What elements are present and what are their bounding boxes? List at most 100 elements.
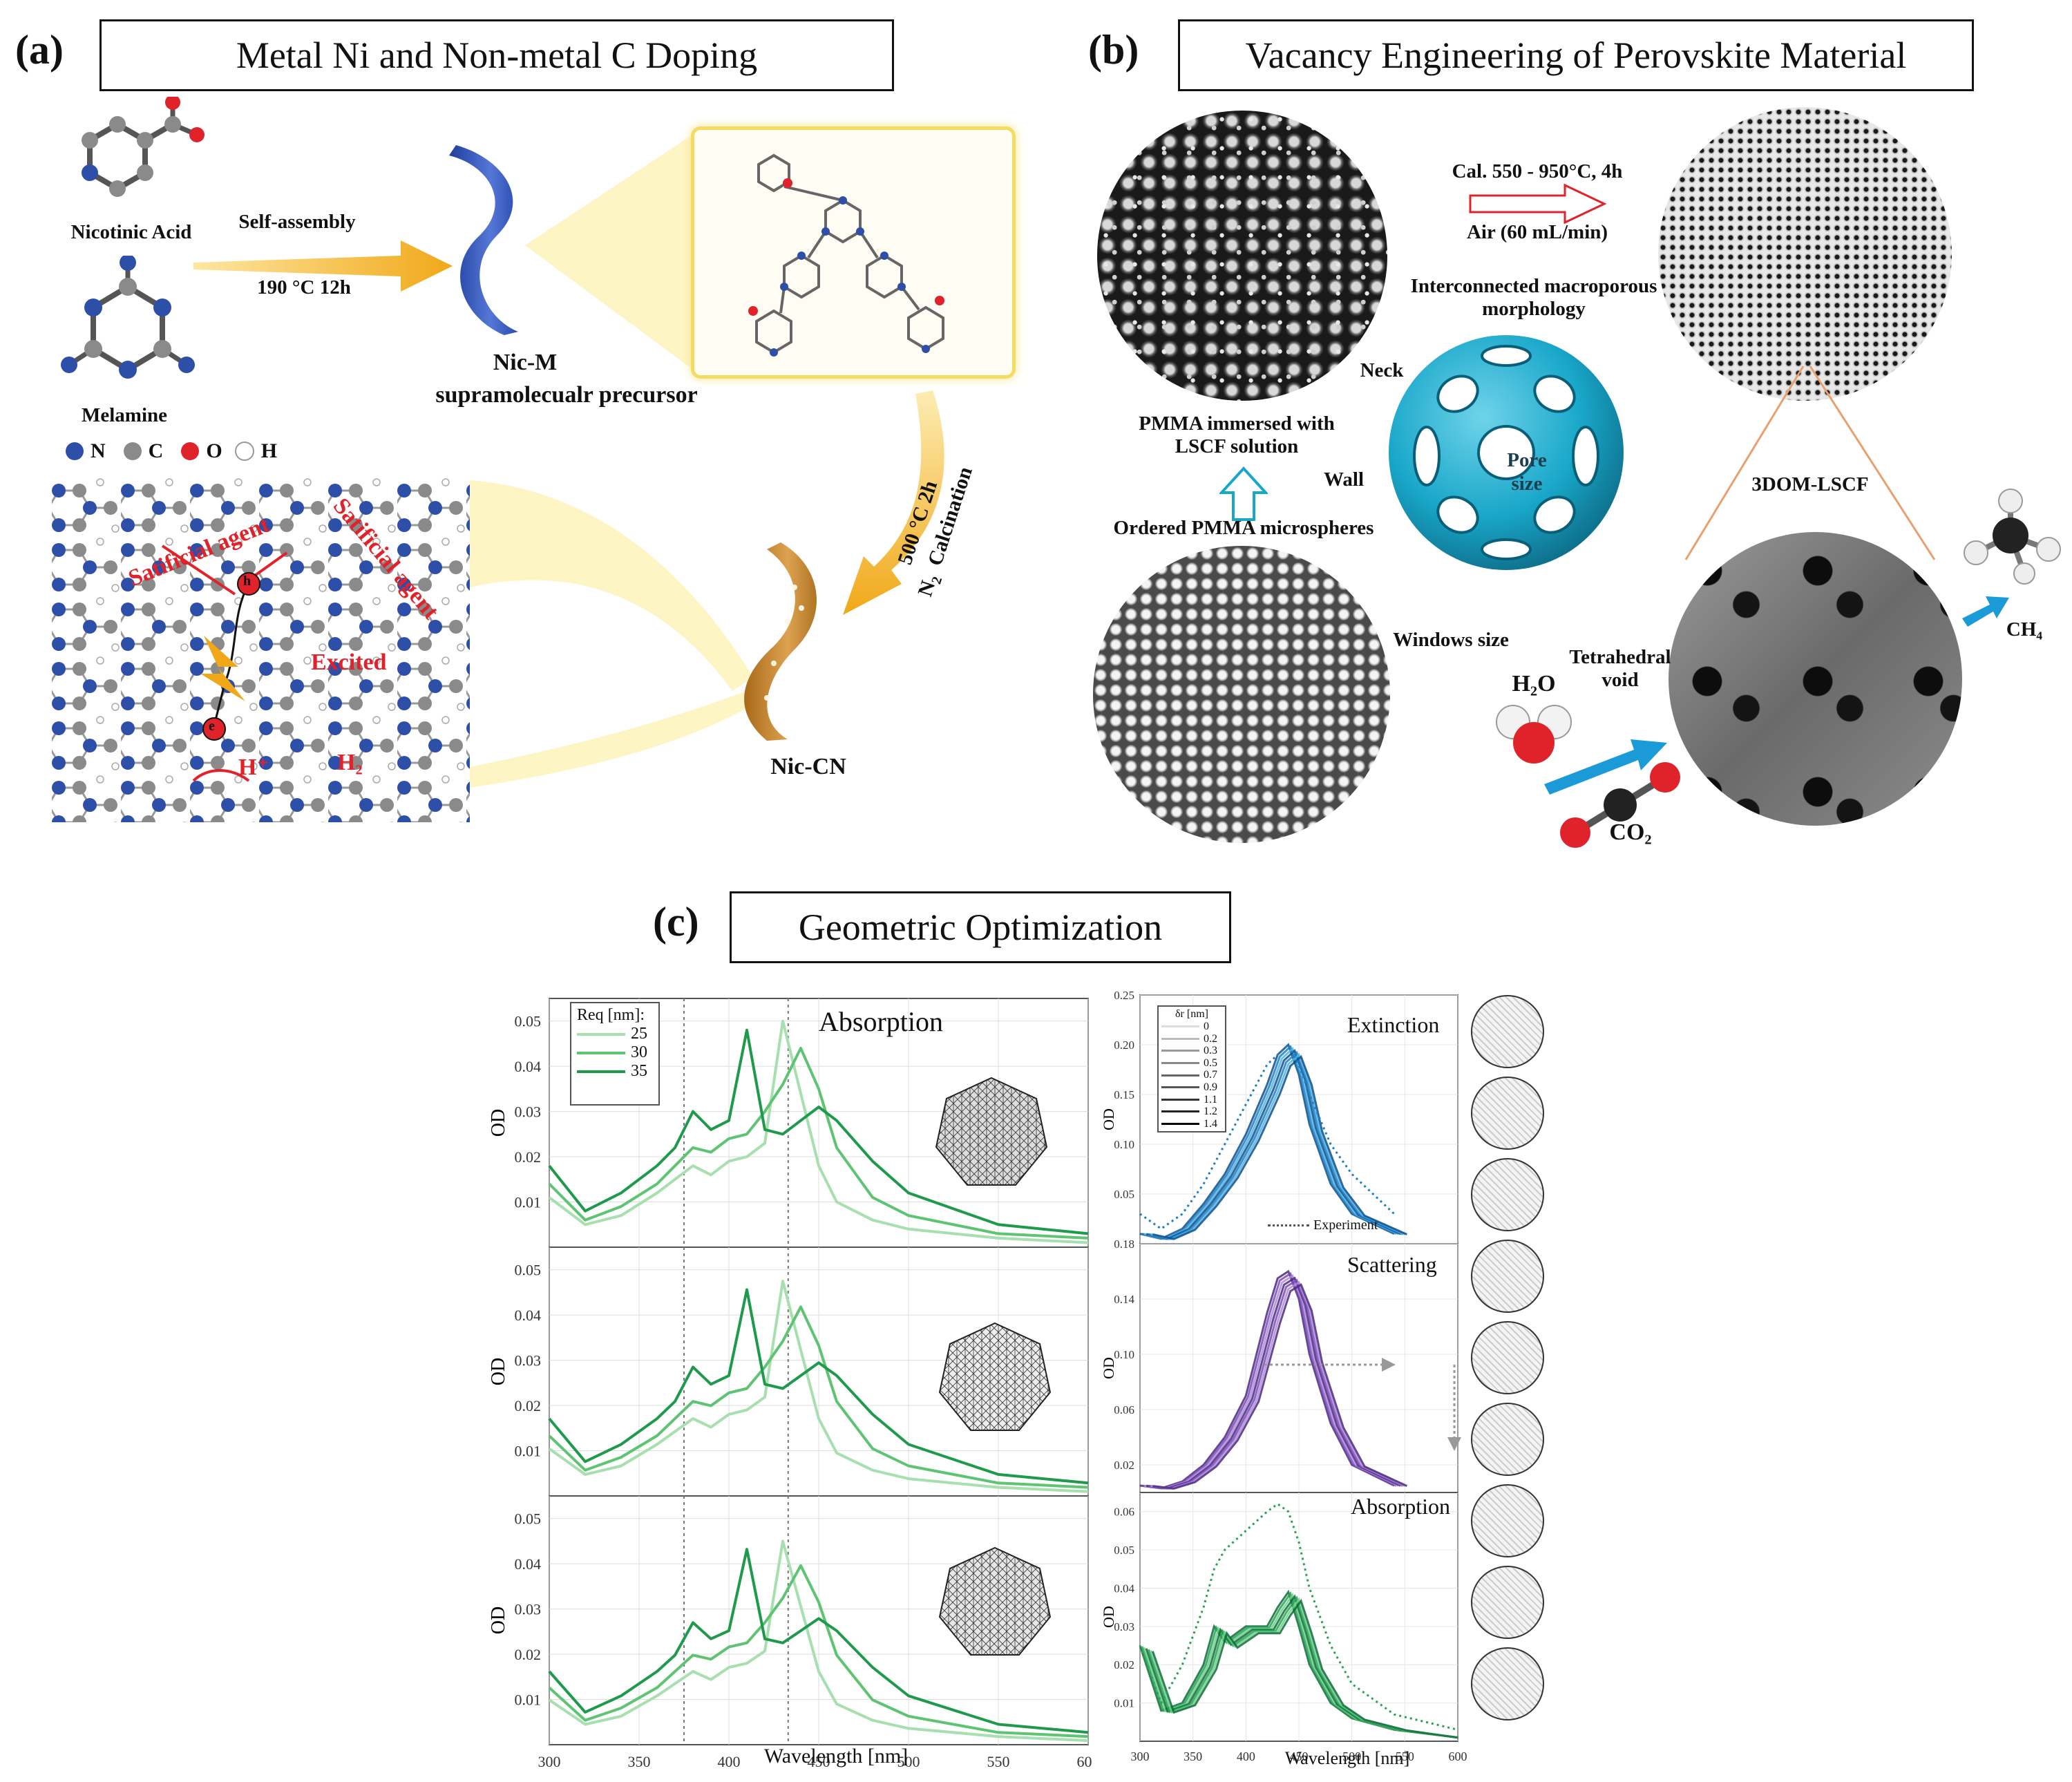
right-x-tick: 550: [1396, 1750, 1414, 1763]
mesh-icosahedron-2: [938, 1322, 1052, 1431]
left-y-tick: 0.03: [515, 1601, 542, 1618]
legend-o: O: [206, 439, 222, 462]
h2o-molecule: [1496, 705, 1572, 764]
left-ylabel: OD: [488, 1109, 509, 1137]
left-x-tick: 350: [628, 1753, 651, 1770]
right-legend-row: 0.5: [1161, 1057, 1222, 1070]
right-legend-line: [1161, 1062, 1199, 1065]
lscf-solution-label: LSCF solution: [1175, 435, 1299, 457]
zoom-beam: [525, 131, 698, 373]
right-ylabel: OD: [1100, 1606, 1117, 1628]
neck-label: Neck: [1360, 359, 1404, 381]
legend-n: N: [91, 439, 106, 462]
right-x-tick: 500: [1342, 1750, 1361, 1763]
precursor-label: supramolecualr precursor: [435, 382, 698, 408]
right-legend-line: [1161, 1123, 1199, 1126]
left-chart-title: Absorption: [819, 1006, 943, 1037]
right-y-tick: 0.10: [1114, 1138, 1134, 1151]
right-legend-line: [1161, 1086, 1199, 1089]
right-legend-item: 0.3: [1204, 1045, 1217, 1057]
mesh-sphere-column: [1468, 995, 1548, 1727]
right-series-0-0: [1139, 1043, 1395, 1240]
right-series-0-4: [1148, 1050, 1403, 1240]
right-series-1-1: [1141, 1271, 1397, 1490]
left-series-35-panel-1: [548, 1288, 1089, 1485]
mesh-sphere-icon: [1471, 1321, 1544, 1394]
right-legend-row: 0: [1161, 1021, 1222, 1033]
right-series-2-6: [1151, 1598, 1458, 1739]
left-series-25-panel-2: [548, 1539, 1089, 1743]
left-x-tick: 500: [897, 1753, 920, 1770]
right-x-tick: 600: [1449, 1750, 1467, 1763]
left-x-tick: 400: [718, 1753, 741, 1770]
mesh-sphere-icon: [1471, 1484, 1544, 1557]
right-series-1-4: [1148, 1278, 1403, 1490]
right-legend-item: 1.2: [1204, 1106, 1217, 1118]
right-x-tick: 400: [1237, 1750, 1255, 1763]
sem-ordered-pmma: [1093, 546, 1390, 843]
mesh-icosahedron-3: [938, 1546, 1052, 1656]
right-series-1-3: [1146, 1276, 1401, 1490]
left-x-tick: 550: [987, 1753, 1010, 1770]
right-title-scattering: Scattering: [1347, 1252, 1437, 1277]
left-y-tick: 0.02: [515, 1397, 542, 1414]
right-legend-row: 0.9: [1161, 1081, 1222, 1094]
o-atom-icon: [181, 442, 200, 460]
left-legend: Req [nm]: 25 30 35: [570, 1002, 660, 1106]
nicotinic-acid-label: Nicotinic Acid: [70, 221, 192, 243]
right-legend-row: 1.2: [1161, 1106, 1222, 1118]
cal-label: Cal. 550 - 950°C, 4h: [1452, 160, 1623, 182]
pmma-immersed-label: PMMA immersed with: [1139, 413, 1335, 435]
sem-pmma-immersed: [1097, 111, 1387, 401]
nic-cn-label: Nic-CN: [770, 754, 846, 779]
right-x-tick: 350: [1184, 1750, 1202, 1763]
left-y-tick: 0.04: [515, 1555, 542, 1573]
left-y-tick: 0.04: [515, 1307, 542, 1324]
atom-legend: N C O H: [66, 439, 277, 463]
right-y-tick: 0.25: [1114, 989, 1134, 1002]
experiment-label: Experiment: [1268, 1217, 1378, 1233]
co2-label: CO₂: [1609, 819, 1652, 845]
left-series-25-panel-0: [548, 1019, 1089, 1244]
right-y-tick: 0.06: [1114, 1506, 1134, 1519]
left-ylabel: OD: [488, 1358, 509, 1385]
h-atom-icon: [234, 442, 254, 461]
melamine-label: Melamine: [81, 404, 167, 426]
left-y-tick: 0.01: [515, 1443, 542, 1460]
right-y-tick: 0.05: [1114, 1544, 1134, 1557]
nic-m-ribbon: [449, 145, 518, 335]
mesh-sphere-icon: [1471, 1647, 1544, 1721]
right-series-0-1: [1141, 1045, 1397, 1240]
h2-label: H₂: [337, 750, 363, 775]
left-ylabel: OD: [488, 1606, 509, 1634]
panel-b-title: Vacancy Engineering of Perovskite Materi…: [1178, 19, 1974, 91]
right-y-tick: 0.14: [1114, 1293, 1134, 1306]
right-y-tick: 0.15: [1114, 1088, 1134, 1101]
melamine-molecule: [61, 256, 195, 379]
conditions-label: 190 °C 12h: [257, 276, 351, 298]
left-y-tick: 0.05: [515, 1510, 542, 1528]
c-atom-icon: [123, 442, 142, 460]
legend-c: C: [148, 439, 164, 462]
right-spectra-chart: 0.050.100.150.200.25OD0.020.060.100.140.…: [1100, 989, 1467, 1763]
right-y-tick: 0.02: [1114, 1459, 1134, 1472]
dom-lscf-label: 3DOM-LSCF: [1751, 473, 1869, 495]
nicotinic-acid-molecule: [82, 97, 205, 197]
right-legend-title: δr [nm]: [1175, 1008, 1208, 1020]
legend-line-25: [577, 1032, 625, 1036]
right-title-absorption: Absorption: [1351, 1494, 1450, 1519]
right-legend-row: 0.3: [1161, 1045, 1222, 1057]
mesh-icosahedron-1: [935, 1077, 1048, 1186]
mesh-sphere-icon: [1471, 995, 1544, 1068]
right-series-0-5: [1150, 1052, 1405, 1240]
right-y-tick: 0.06: [1114, 1403, 1134, 1416]
left-series-30-panel-1: [548, 1305, 1089, 1489]
h-plus-label: H⁺: [238, 755, 269, 780]
left-legend-title: Req [nm]:: [577, 1006, 645, 1024]
right-legend-line: [1161, 1037, 1199, 1040]
h2o-label: H₂O: [1512, 671, 1556, 696]
left-x-tick: 450: [808, 1753, 830, 1770]
right-y-tick: 0.05: [1114, 1188, 1134, 1201]
legend-30: 30: [631, 1043, 647, 1061]
